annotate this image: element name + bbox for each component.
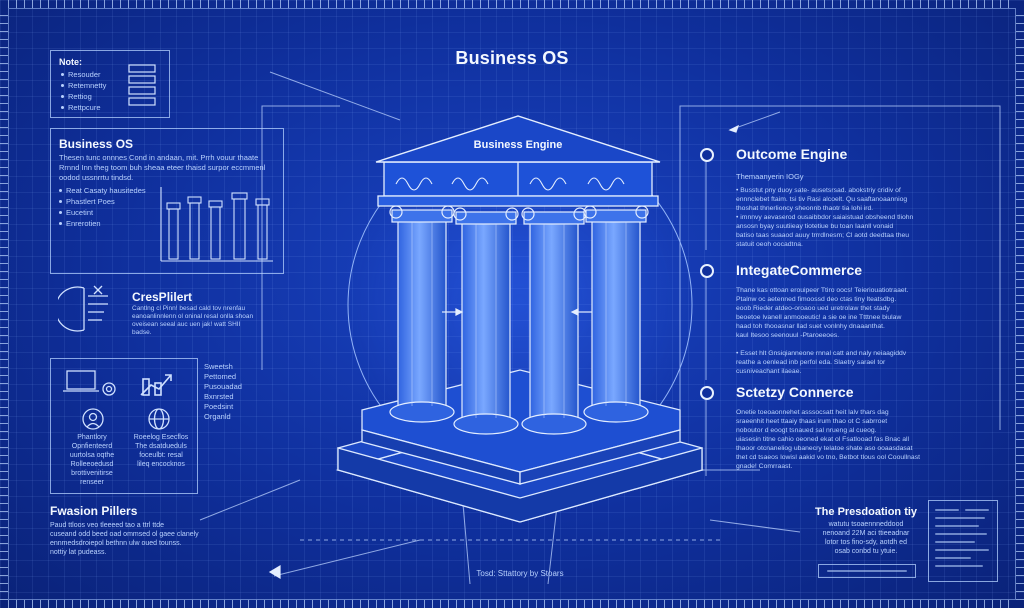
temple-entablature (378, 162, 658, 206)
section-text: • Busstut pny duoy sate- ausetsrsad. abo… (736, 186, 994, 249)
column (522, 208, 586, 434)
base-label: Tosd: Sttattory by Stoars (476, 569, 563, 578)
section-text: Onetie toeoaonnehet asssocsatt heit lalv… (736, 408, 994, 471)
timeline-node (700, 264, 714, 278)
section-title: IntegateCommerce (736, 262, 862, 278)
presentation-heading: The Presdoation tiy (806, 506, 926, 518)
timeline-node (700, 386, 714, 400)
title-block (928, 500, 998, 582)
scale-bar (818, 564, 916, 578)
column (454, 208, 518, 434)
column (584, 206, 648, 422)
column (390, 206, 454, 422)
section-subtitle: Themaanyerin IOGy (736, 172, 804, 182)
presentation-text: watutu tsoaennneddood nenoand 22M aci tt… (806, 520, 926, 556)
timeline-node (700, 148, 714, 162)
section-title: Sctetzy Connerce (736, 384, 853, 400)
section-text: Thane kas ottoan erouipeer Ttiro oocs! T… (736, 286, 994, 376)
presentation-block: The Presdoation tiy watutu tsoaennneddoo… (806, 506, 926, 556)
pediment-label: Business Engine (474, 139, 563, 151)
section-title: Outcome Engine (736, 146, 847, 162)
